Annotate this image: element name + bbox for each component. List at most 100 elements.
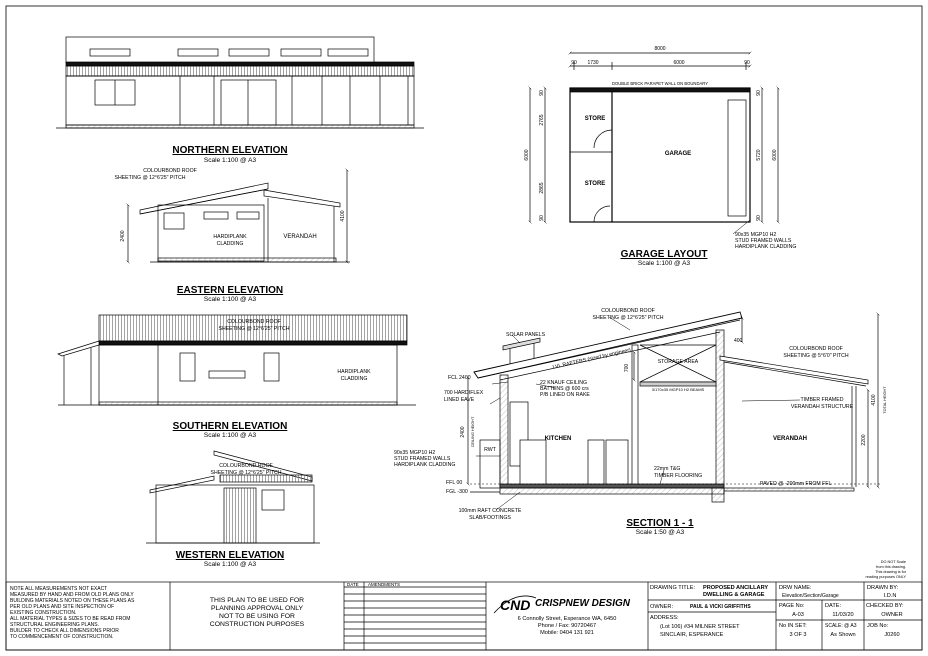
eastern-roof-note-1: COLOURBOND ROOF bbox=[143, 168, 197, 174]
date-label: DATE: bbox=[825, 603, 842, 609]
section-roof-2: SHEETING @ 12°6'25" PITCH bbox=[592, 315, 663, 321]
no-in-set-label: No IN SET: bbox=[779, 623, 807, 629]
do-not-scale-note: DO NOT Scale from this drawing. This dra… bbox=[866, 560, 907, 579]
job-label: JOB No: bbox=[867, 623, 889, 629]
garage-store-1: STORE bbox=[585, 116, 606, 122]
section-eave-1: 700 HARDIFLEX bbox=[444, 390, 484, 396]
southern-title: SOUTHERN ELEVATION bbox=[173, 421, 288, 432]
svg-text:MEASURED BY HAND AND FROM OLD: MEASURED BY HAND AND FROM OLD PLANS ONLY bbox=[10, 592, 134, 598]
svg-text:CND: CND bbox=[500, 597, 530, 613]
section-drawing bbox=[468, 311, 880, 503]
garage-label: GARAGE bbox=[665, 151, 691, 157]
svg-text:This drawing is for: This drawing is for bbox=[875, 570, 907, 574]
section-eave-2: LINED EAVE bbox=[444, 397, 475, 403]
svg-text:from this drawing.: from this drawing. bbox=[876, 565, 906, 569]
checked-value: OWNER bbox=[881, 612, 902, 618]
section-ceil-1: 22 KNAUF CEILING bbox=[540, 380, 587, 386]
garage-plan bbox=[530, 53, 778, 222]
svg-text:ALL MATERIAL TYPES & SIZES TO: ALL MATERIAL TYPES & SIZES TO BE READ FR… bbox=[10, 616, 130, 622]
garage-v90-bot: 90 bbox=[539, 215, 545, 221]
company-logo: CND bbox=[493, 595, 537, 614]
title-block bbox=[5, 581, 923, 651]
svg-text:PLANNING APPROVAL ONLY: PLANNING APPROVAL ONLY bbox=[211, 605, 304, 612]
company-name: CRISPNEW DESIGN bbox=[535, 598, 631, 609]
scale-label: SCALE: @ A3 bbox=[825, 623, 857, 629]
amend-header: AMENDMENTS bbox=[368, 582, 400, 587]
section-ffl: FFL 00 bbox=[446, 480, 462, 486]
page-no-value: A-03 bbox=[792, 612, 804, 618]
southern-elevation bbox=[57, 314, 416, 406]
southern-roof-note-2: SHEETING @ 12°6'25" PITCH bbox=[218, 326, 289, 332]
section-storage: STORAGE AREA bbox=[658, 359, 699, 365]
southern-scale: Scale 1:100 @ A3 bbox=[204, 432, 257, 439]
western-roof-note-2: SHEETING @ 12°6'25" PITCH bbox=[210, 470, 281, 476]
southern-cladding-2: CLADDING bbox=[341, 376, 368, 382]
section-timber-1: TIMBER FRAMED bbox=[801, 397, 844, 403]
section-ceil-3: P/B LINED ON RAKE bbox=[540, 392, 590, 398]
svg-text:BUILDER TO CHECK ALL DIMENSION: BUILDER TO CHECK ALL DIMENSIONS PRIOR bbox=[10, 628, 119, 634]
section-fcl: FCL 2400 bbox=[448, 375, 471, 381]
section-ver-roof-1: COLOURBOND ROOF bbox=[789, 346, 843, 352]
drawn-by-value: I.D.N bbox=[884, 593, 897, 599]
company-phone: Phone / Fax: 90720467 bbox=[538, 623, 596, 629]
scale-value: As Shown bbox=[830, 632, 855, 638]
eastern-dim-4100: 4100 bbox=[340, 210, 346, 221]
address-label: ADDRESS: bbox=[650, 615, 679, 621]
svg-text:NOTE ALL MEASUREMENTS NOT EXAC: NOTE ALL MEASUREMENTS NOT EXACT bbox=[10, 586, 107, 592]
section-d2200: 2200 bbox=[861, 434, 867, 445]
drawn-by-label: DRAWN BY: bbox=[867, 585, 899, 591]
amend-date-header: DATE bbox=[347, 582, 359, 587]
western-scale: Scale 1:100 @ A3 bbox=[204, 561, 257, 568]
svg-text:CONSTRUCTION PURPOSES: CONSTRUCTION PURPOSES bbox=[210, 621, 305, 628]
garage-dim-90b: 90 bbox=[744, 60, 750, 66]
garage-parapet: DOUBLE BRICK PARAPET WALL ON BOUNDARY bbox=[612, 81, 708, 86]
job-value: J0260 bbox=[884, 632, 899, 638]
svg-text:PER OLD PLANS AND SITE INSPECT: PER OLD PLANS AND SITE INSPECTION OF bbox=[10, 604, 114, 610]
garage-title: GARAGE LAYOUT bbox=[621, 249, 708, 260]
section-stud-2: STUD FRAMED WALLS bbox=[394, 456, 451, 462]
section-ceiling-ht: CEILING HEIGHT bbox=[471, 416, 475, 447]
section-d2400: 2400 bbox=[460, 426, 466, 437]
southern-roof-note-1: COLOURBOND ROOF bbox=[227, 319, 281, 325]
drawing-title-label: DRAWING TITLE: bbox=[650, 585, 696, 591]
svg-text:STRUCTURAL ENGINEERING PLANS.: STRUCTURAL ENGINEERING PLANS. bbox=[10, 622, 99, 628]
section-d400: 400 bbox=[734, 338, 743, 344]
notes-block: NOTE ALL MEASUREMENTS NOT EXACT MEASURED… bbox=[10, 586, 135, 640]
garage-v2765: 2765 bbox=[539, 114, 545, 125]
garage-r6000: 6000 bbox=[772, 149, 778, 160]
section-raft-2: SLAB/FOOTINGS bbox=[469, 515, 511, 521]
eastern-cladding-1: HARDIPLANK bbox=[213, 234, 247, 240]
section-beams: 3/170x35 MGP10 H2 BEAMS bbox=[652, 387, 705, 392]
svg-text:THIS PLAN TO BE USED FOR: THIS PLAN TO BE USED FOR bbox=[210, 597, 304, 604]
section-scale: Scale 1:50 @ A3 bbox=[636, 529, 685, 536]
section-title: SECTION 1 - 1 bbox=[626, 518, 694, 529]
eastern-roof-note-2: SHEETING @ 12°6'25" PITCH bbox=[114, 175, 185, 181]
section-solar: SOLAR PANELS bbox=[506, 332, 546, 338]
garage-dim-1730: 1730 bbox=[587, 60, 598, 66]
western-roof-note-1: COLOURBOND ROOF bbox=[219, 463, 273, 469]
owner-value: PAUL & VICKI GRIFFITHS bbox=[690, 604, 751, 610]
northern-scale: Scale 1:100 @ A3 bbox=[204, 157, 257, 164]
owner-label: OWNER: bbox=[650, 604, 673, 610]
section-verandah: VERANDAH bbox=[773, 436, 807, 442]
clerestory-windows bbox=[89, 48, 369, 57]
eastern-title: EASTERN ELEVATION bbox=[177, 285, 283, 296]
company-address: 6 Connolly Street, Esperance WA, 6450 bbox=[518, 616, 617, 622]
eastern-dim-2400: 2400 bbox=[120, 230, 126, 241]
section-d700: 700 bbox=[624, 364, 630, 373]
section-paved: PAVED @ -200mm FROM FFL bbox=[760, 481, 831, 487]
garage-r90-top: 90 bbox=[756, 90, 762, 96]
svg-text:reading purposes ONLY: reading purposes ONLY bbox=[866, 575, 907, 579]
page-no-label: PAGE No: bbox=[779, 603, 805, 609]
section-total-ht: TOTAL HEIGHT bbox=[883, 386, 887, 414]
drawing-title-2: DWELLING & GARAGE bbox=[703, 592, 765, 598]
section-roof-1: COLOURBOND ROOF bbox=[601, 308, 655, 314]
site-address-2: SINCLAIR, ESPERANCE bbox=[660, 632, 724, 638]
site-address-1: (Lot 106) #34 MILNER STREET bbox=[660, 624, 740, 630]
section-fgl: FGL -300 bbox=[446, 489, 468, 495]
garage-note-leader bbox=[732, 219, 751, 235]
garage-v90-top: 90 bbox=[539, 90, 545, 96]
svg-text:EXISTING CONSTRUCTION.: EXISTING CONSTRUCTION. bbox=[10, 610, 76, 616]
garage-note-3: HARDIPLANK CLADDING bbox=[735, 244, 796, 250]
